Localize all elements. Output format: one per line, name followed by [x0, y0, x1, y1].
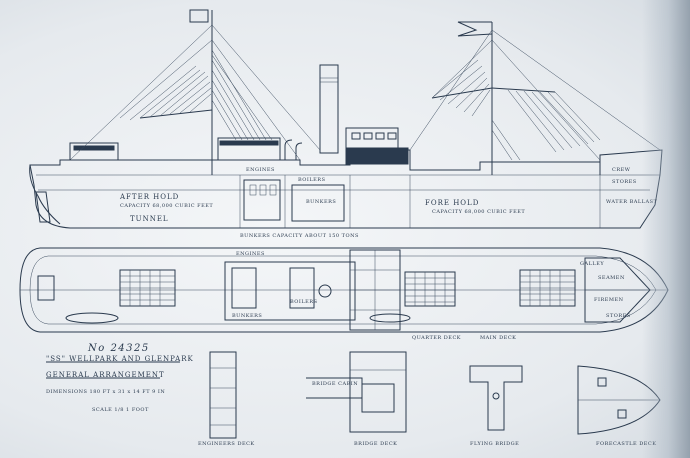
tunnel-label: TUNNEL [130, 215, 169, 223]
drawing-title: GENERAL ARRANGEMENT [46, 371, 165, 379]
profile-view [29, 9, 663, 229]
plan-bunkers-label: BUNKERS [232, 313, 263, 319]
dimensions: DIMENSIONS 180 FT x 31 x 14 FT 9 IN [46, 389, 166, 395]
fore-hold-capacity: CAPACITY 68,000 CUBIC FEET [432, 209, 526, 215]
fore-sail-hatching [431, 59, 601, 161]
rudder [35, 191, 51, 223]
stores-label: STORES [612, 179, 637, 185]
after-awning [219, 140, 279, 146]
lifeboat [369, 313, 411, 323]
main-boom [139, 109, 213, 119]
house-flag [189, 9, 209, 23]
boilers-label: BOILERS [298, 177, 326, 183]
bunker-note: BUNKERS CAPACITY ABOUT 150 TONS [240, 233, 359, 239]
engine-block [243, 179, 281, 221]
fore-hold-label: FORE HOLD [425, 199, 480, 207]
poop-house [69, 142, 119, 161]
water-ballast-label: WATER BALLAST [606, 199, 658, 205]
main-sail-hatching [129, 49, 273, 141]
flying-bridge-label: FLYING BRIDGE [470, 441, 520, 447]
quarter-deck-label: QUARTER DECK [412, 335, 462, 341]
plan-boilers-label: BOILERS [290, 299, 318, 305]
lifeboat [65, 312, 119, 324]
after-hold-capacity: CAPACITY 68,000 CUBIC FEET [120, 203, 214, 209]
plan-seamen-label: SEAMEN [598, 275, 625, 281]
engine-casing [224, 261, 356, 321]
main-deck-label: MAIN DECK [480, 335, 517, 341]
bunkers-label: BUNKERS [306, 199, 337, 205]
bridge-deck-view [306, 351, 407, 433]
after-house [217, 137, 281, 161]
fore-hatch-1 [404, 271, 456, 307]
boiler-block [291, 184, 345, 222]
drawing-number: No 24325 [88, 343, 150, 354]
plan-stores-label: STORES [606, 313, 631, 319]
ventilator [295, 142, 303, 160]
plan-view [19, 247, 669, 333]
plan-galley-label: GALLEY [580, 261, 605, 267]
stern-line [29, 164, 61, 225]
engines-label: ENGINES [246, 167, 275, 173]
funnel [319, 64, 339, 154]
poop-awning [73, 145, 115, 151]
fore-yard [431, 87, 493, 99]
after-hold-label: AFTER HOLD [120, 193, 180, 201]
flying-bridge-view [469, 365, 523, 431]
engineers-deck-label: ENGINEERS DECK [198, 441, 255, 447]
plan-firemen-label: FIREMEN [594, 297, 624, 303]
steering-gear [37, 275, 55, 301]
bridge-cabin-label: BRIDGE CABIN [312, 381, 359, 387]
engineers-deck-view [209, 351, 237, 439]
scale: SCALE 1/8 1 FOOT [92, 407, 149, 413]
ship-name: "SS" WELLPARK AND GLENPARK [46, 355, 194, 363]
bridge-deck-dark [345, 147, 409, 165]
sheet-edge-shadow [642, 0, 690, 458]
masthead-pennant [457, 21, 493, 37]
crew-label: CREW [612, 167, 631, 173]
forecastle-deck-label: FORECASTLE DECK [596, 441, 657, 447]
forecastle-plan [584, 257, 651, 323]
bridge-deck-label: BRIDGE DECK [354, 441, 398, 447]
plan-engines-label: ENGINES [236, 251, 265, 257]
funnel-plan [318, 284, 332, 298]
ventilator [284, 139, 293, 160]
